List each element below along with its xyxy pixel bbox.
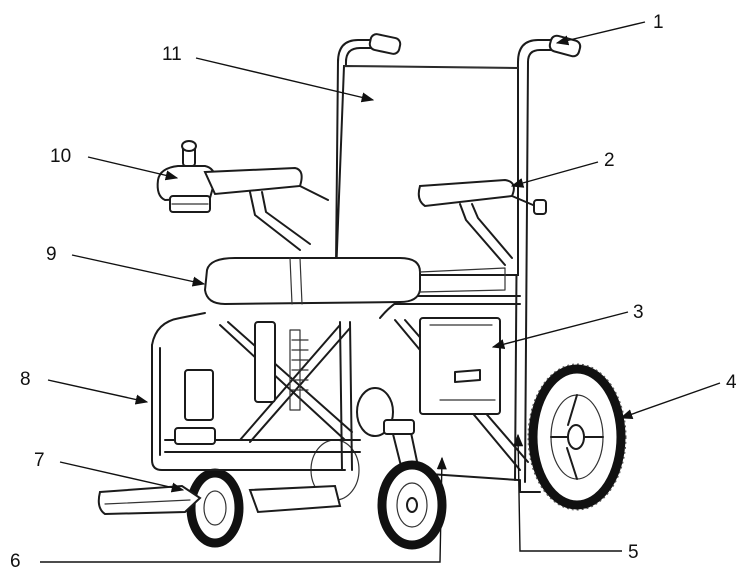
label-6: 6 — [10, 551, 21, 570]
motor-unit — [254, 321, 394, 437]
left-armrest — [203, 166, 329, 251]
leader-2 — [510, 161, 599, 188]
seat-cushion — [203, 257, 506, 306]
label-3: 3 — [633, 302, 644, 323]
wheelchair-illustration — [97, 33, 627, 550]
leader-5 — [513, 433, 622, 552]
leader-8 — [47, 379, 149, 405]
label-11: 11 — [162, 44, 182, 65]
leader-4 — [619, 382, 721, 419]
label-4: 4 — [726, 372, 737, 393]
battery-box — [419, 317, 501, 415]
callout-labels: 1 2 3 4 5 6 7 8 9 10 11 — [10, 12, 737, 570]
right-armrest — [417, 178, 547, 266]
label-10: 10 — [50, 146, 71, 167]
label-9: 9 — [46, 244, 57, 265]
footrest — [97, 484, 342, 516]
leader-9 — [71, 254, 206, 287]
leader-11 — [195, 57, 375, 103]
push-handles — [337, 33, 582, 63]
label-8: 8 — [20, 369, 31, 390]
leader-7 — [59, 461, 185, 493]
label-5: 5 — [628, 542, 639, 563]
leader-3 — [491, 311, 629, 350]
left-rear-wheel — [186, 468, 244, 548]
label-1: 1 — [653, 12, 664, 33]
leader-6 — [40, 456, 447, 563]
label-2: 2 — [604, 150, 615, 171]
leader-10 — [87, 156, 179, 181]
left-bracket — [174, 369, 216, 445]
leader-lines — [40, 21, 721, 563]
leader-1 — [555, 21, 646, 46]
label-7: 7 — [34, 450, 45, 471]
front-caster — [377, 419, 447, 550]
backrest — [334, 64, 519, 276]
rear-wheel — [527, 363, 627, 511]
